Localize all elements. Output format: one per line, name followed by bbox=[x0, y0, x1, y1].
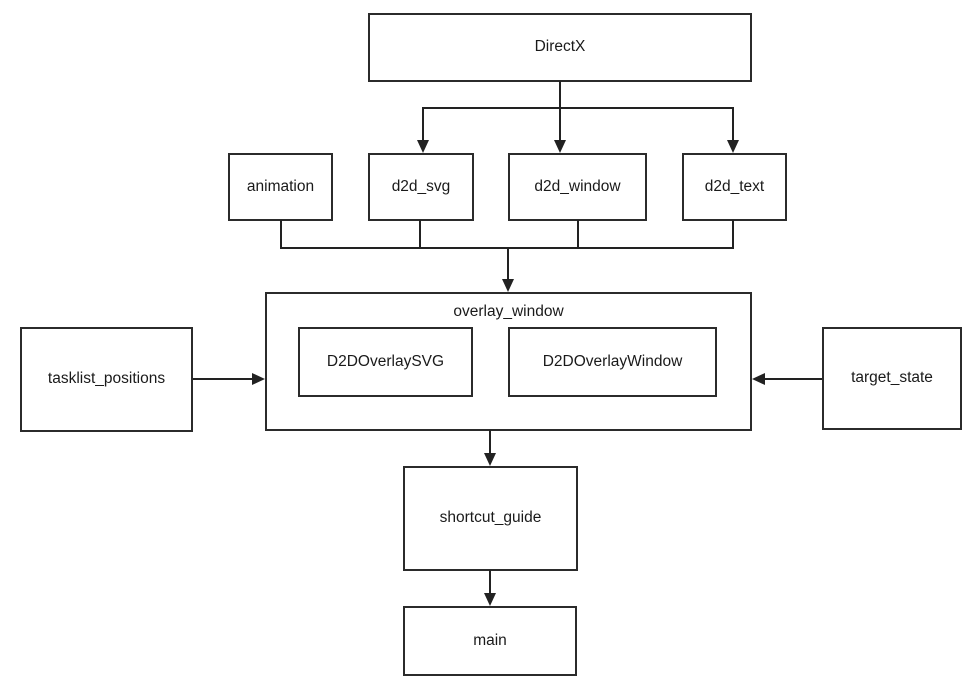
edge-merge-stem bbox=[507, 247, 509, 280]
arrowhead-overlay-to-shortcut-guide bbox=[484, 453, 496, 466]
edge-animation-feeder bbox=[280, 220, 282, 249]
node-d2d-text: d2d_text bbox=[682, 153, 787, 221]
edge-d2d-svg-feeder bbox=[419, 220, 421, 249]
arrowhead-target-state-to-overlay bbox=[752, 373, 765, 385]
node-d2d-window-label: d2d_window bbox=[534, 177, 621, 195]
node-main-label: main bbox=[473, 631, 507, 649]
node-target-state: target_state bbox=[822, 327, 962, 430]
arrowhead-directx-to-d2d-svg bbox=[417, 140, 429, 153]
edge-directx-to-d2d-window bbox=[559, 107, 561, 141]
node-animation-label: animation bbox=[246, 177, 315, 195]
node-target-state-label: target_state bbox=[851, 369, 933, 387]
arrowhead-shortcut-guide-to-main bbox=[484, 593, 496, 606]
arrowhead-directx-to-d2d-window bbox=[554, 140, 566, 153]
node-directx-label: DirectX bbox=[534, 38, 586, 56]
edge-directx-branch-line bbox=[422, 107, 734, 109]
node-d2d-svg: d2d_svg bbox=[368, 153, 474, 221]
node-shortcut-guide: shortcut_guide bbox=[403, 466, 578, 571]
node-main: main bbox=[403, 606, 577, 676]
group-overlay-window-label: overlay_window bbox=[453, 303, 564, 320]
edge-directx-to-d2d-svg bbox=[422, 107, 424, 141]
node-directx: DirectX bbox=[368, 13, 752, 82]
edge-directx-to-d2d-text bbox=[732, 107, 734, 141]
edge-overlay-to-shortcut-guide bbox=[489, 430, 491, 454]
node-d2d-overlay-svg: D2DOverlaySVG bbox=[298, 327, 473, 397]
edge-shortcut-guide-to-main bbox=[489, 570, 491, 594]
edge-target-state-to-overlay bbox=[764, 378, 822, 380]
node-tasklist-positions: tasklist_positions bbox=[20, 327, 193, 432]
edge-d2d-window-feeder bbox=[577, 220, 579, 249]
edge-d2d-text-feeder bbox=[732, 220, 734, 249]
node-d2d-text-label: d2d_text bbox=[704, 177, 765, 195]
node-d2d-window: d2d_window bbox=[508, 153, 647, 221]
arrowhead-tasklist-to-overlay bbox=[252, 373, 265, 385]
node-d2d-overlay-svg-label: D2DOverlaySVG bbox=[326, 352, 445, 370]
edge-directx-stem bbox=[559, 81, 561, 109]
edge-tasklist-to-overlay bbox=[193, 378, 253, 380]
arrowhead-merge-to-overlay-window bbox=[502, 279, 514, 292]
node-shortcut-guide-label: shortcut_guide bbox=[439, 509, 542, 527]
node-d2d-overlay-window: D2DOverlayWindow bbox=[508, 327, 717, 397]
arrowhead-directx-to-d2d-text bbox=[727, 140, 739, 153]
node-d2d-overlay-window-label: D2DOverlayWindow bbox=[542, 352, 683, 370]
node-tasklist-positions-label: tasklist_positions bbox=[47, 370, 166, 388]
node-animation: animation bbox=[228, 153, 333, 221]
node-d2d-svg-label: d2d_svg bbox=[391, 177, 451, 195]
